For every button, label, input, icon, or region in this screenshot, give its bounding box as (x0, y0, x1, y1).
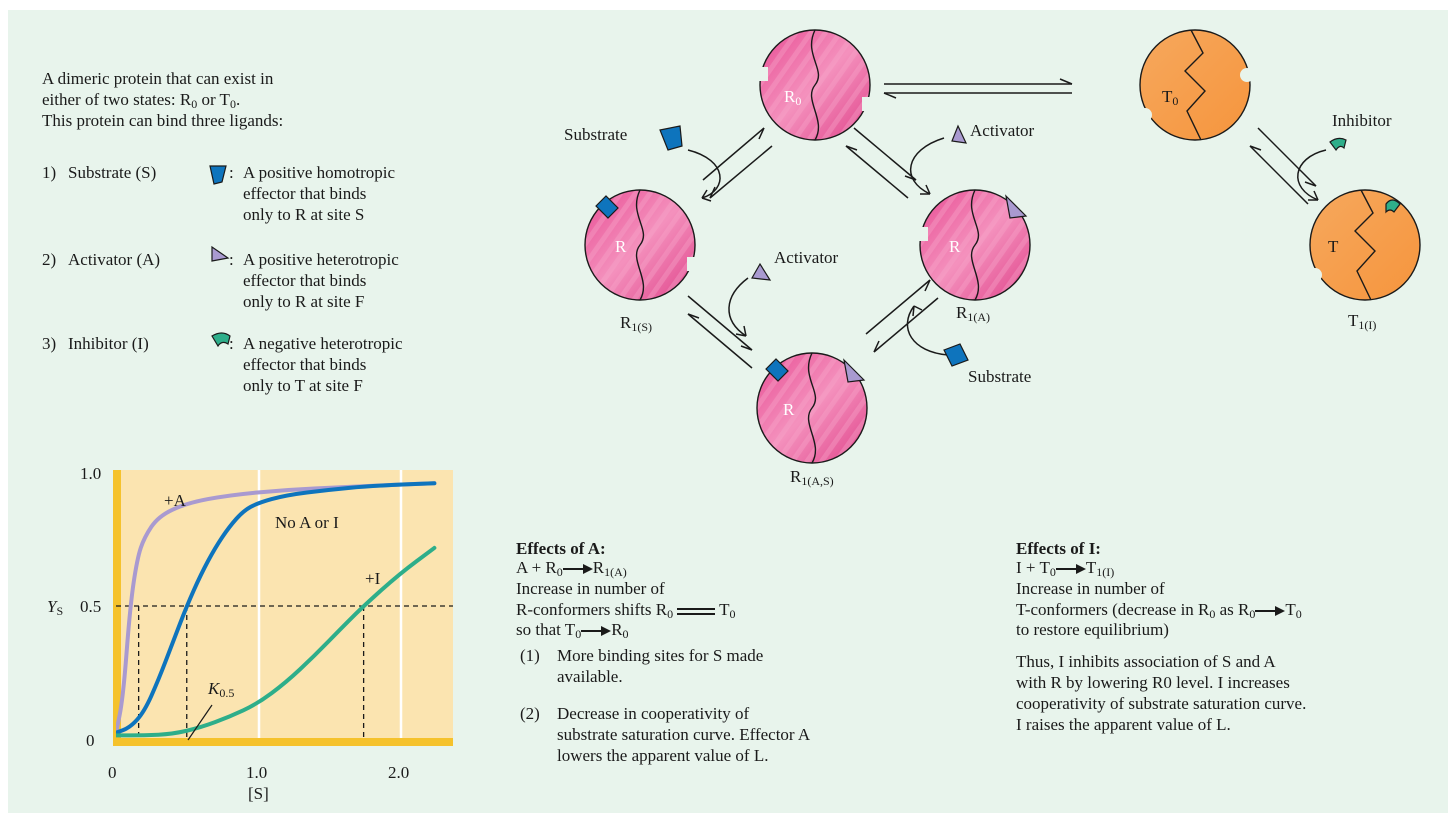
r1as-label: R1(A,S) (790, 466, 834, 487)
bound-activator-r1a (1006, 196, 1026, 218)
substrate-label-top: Substrate (564, 124, 627, 145)
series-label-plus-i: +I (365, 568, 380, 589)
ligand-2-desc-1: A positive heterotropic (243, 249, 399, 270)
curved-arrow-inhibitor (1298, 150, 1326, 200)
reaction-arrow-icon (563, 564, 593, 574)
effects-a-line-2: Increase in number of (516, 578, 665, 599)
substrate-top-icon (660, 126, 682, 150)
arrow-r0-t0 (884, 79, 1072, 98)
ligand-1-desc-1: A positive homotropic (243, 162, 395, 183)
activator-mid-icon (752, 264, 770, 280)
t1-label: T1(I) (1348, 310, 1376, 331)
effects-a-point-1-num: (1) (520, 645, 540, 666)
effects-a-point-1-line-2: available. (557, 666, 623, 687)
effects-a-point-2-line-1: Decrease in cooperativity of (557, 703, 749, 724)
inhibitor-legend-icon (212, 333, 230, 346)
intro-line-1: A dimeric protein that can exist in (42, 68, 273, 89)
r1s-inner-label: R (615, 236, 626, 257)
ligand-1-desc-3: only to R at site S (243, 204, 364, 225)
y-tick-1: 1.0 (80, 463, 101, 484)
effects-a-point-2-line-2: substrate saturation curve. Effector A (557, 724, 810, 745)
effects-a-point-2-num: (2) (520, 703, 540, 724)
series-label-no-a-or-i: No A or I (275, 512, 339, 533)
protein-t0 (1138, 30, 1254, 140)
ligand-3-name: Inhibitor (I) (68, 333, 149, 354)
x-tick-0: 0 (108, 762, 117, 783)
ligand-3-number: 3) (42, 333, 56, 354)
t1-inner-label: T (1328, 236, 1338, 257)
y-tick-0: 0 (86, 730, 95, 751)
ligand-1-desc-2: effector that binds (243, 183, 366, 204)
reaction-arrow-icon (1056, 564, 1086, 574)
reaction-arrow-icon (1255, 606, 1285, 616)
arrow-r1s-r1as (688, 296, 752, 368)
x-axis-label: [S] (248, 783, 269, 804)
protein-t1 (1308, 190, 1420, 300)
effects-i-para-4: I raises the apparent value of L. (1016, 714, 1231, 735)
substrate-legend-icon (210, 166, 226, 184)
effects-i-equation: I + T0T1(I) (1016, 557, 1114, 578)
ligand-1-colon: : (229, 162, 234, 183)
inhibitor-label: Inhibitor (1332, 110, 1392, 131)
protein-r0 (759, 30, 871, 140)
substrate-label-bottom: Substrate (968, 366, 1031, 387)
effects-i-line-4: to restore equilibrium) (1016, 619, 1169, 640)
curved-arrow-activator-top (911, 138, 944, 194)
curved-arrow-activator-mid (729, 278, 748, 336)
effects-a-point-1-line-1: More binding sites for S made (557, 645, 763, 666)
bound-activator-r1as (844, 360, 864, 382)
r1as-inner-label: R (783, 399, 794, 420)
activator-label-mid: Activator (774, 247, 838, 268)
ligand-2-desc-3: only to R at site F (243, 291, 364, 312)
ligand-3-colon: : (229, 333, 234, 354)
y-axis-label: YS (47, 596, 63, 617)
arrow-r0-r1a (846, 128, 916, 198)
reaction-arrow-icon (581, 626, 611, 636)
ligand-1-name: Substrate (S) (68, 162, 156, 183)
t0-inner-label: T0 (1162, 86, 1178, 107)
activator-label-top: Activator (970, 120, 1034, 141)
activator-legend-icon (212, 247, 228, 261)
r1a-inner-label: R (949, 236, 960, 257)
inhibitor-icon (1330, 138, 1346, 150)
ligand-2-colon: : (229, 249, 234, 270)
ligand-3-desc-1: A negative heterotropic (243, 333, 403, 354)
curved-arrow-substrate-top (688, 150, 720, 198)
k05-label: K0.5 (208, 678, 234, 699)
intro-line-3: This protein can bind three ligands: (42, 110, 283, 131)
effects-i-para-2: with R by lowering R0 level. I increases (1016, 672, 1290, 693)
effects-a-title: Effects of A: (516, 538, 606, 559)
substrate-bottom-icon (944, 344, 968, 366)
effects-i-line-2: Increase in number of (1016, 578, 1165, 599)
x-tick-2: 2.0 (388, 762, 409, 783)
arrow-r1as-r1a (866, 280, 938, 352)
ligand-3-desc-2: effector that binds (243, 354, 366, 375)
ligand-2-number: 2) (42, 249, 56, 270)
activator-top-icon (952, 126, 966, 143)
y-tick-05: 0.5 (80, 596, 101, 617)
r1a-label: R1(A) (956, 302, 990, 323)
ligand-1-number: 1) (42, 162, 56, 183)
ligand-2-name: Activator (A) (68, 249, 160, 270)
intro-line-2: either of two states: R0 or T0. (42, 89, 240, 110)
effects-i-title: Effects of I: (1016, 538, 1101, 559)
effects-a-point-2-line-3: lowers the apparent value of L. (557, 745, 768, 766)
ligand-3-desc-3: only to T at site F (243, 375, 363, 396)
series-label-plus-a: +A (164, 490, 186, 511)
r0-inner-label: R0 (784, 86, 801, 107)
effects-i-para-3: cooperativity of substrate saturation cu… (1016, 693, 1306, 714)
chart-x-axis-band (113, 738, 453, 746)
equilibrium-arrow-icon (677, 605, 715, 617)
ligand-2-desc-2: effector that binds (243, 270, 366, 291)
x-tick-1: 1.0 (246, 762, 267, 783)
r1s-label: R1(S) (620, 312, 652, 333)
effects-i-para-1: Thus, I inhibits association of S and A (1016, 651, 1276, 672)
